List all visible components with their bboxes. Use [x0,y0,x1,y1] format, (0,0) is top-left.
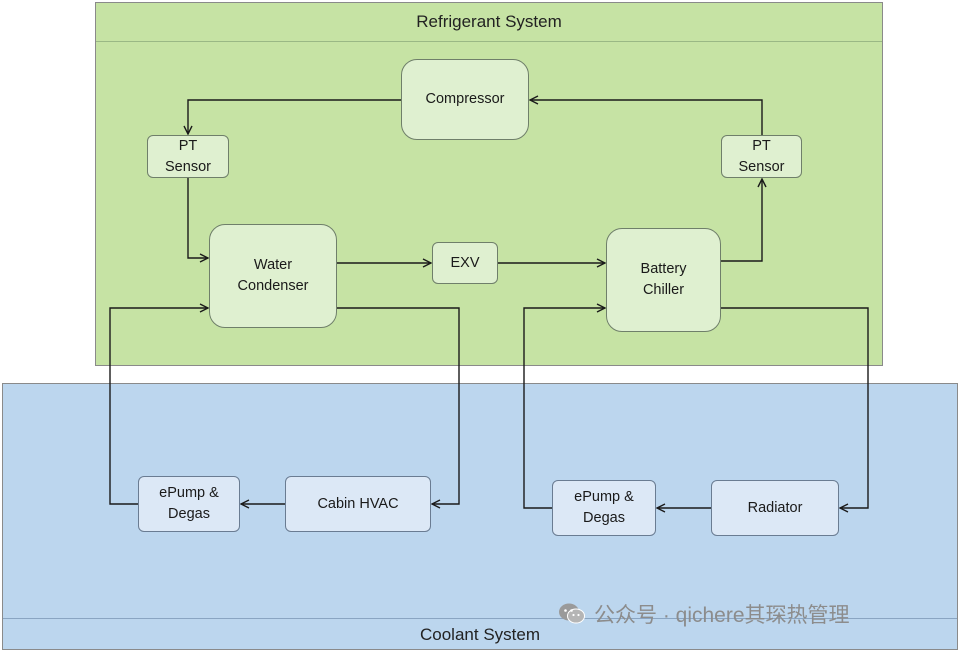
line-right-sensor-to-compressor [530,100,763,135]
line-chiller-to-radiator [721,307,869,508]
watermark: 公众号 · qichere其琛热管理 [558,599,850,629]
line-condenser-to-cabin [337,307,460,504]
wechat-icon [559,603,585,624]
line-epump-right-to-chiller [523,308,605,509]
radiator-node: Radiator [711,480,839,536]
exv-node: EXV [432,242,498,284]
epump-degas-right-node: ePump & Degas [552,480,656,536]
line-chiller-to-right-sensor [721,179,762,262]
pt-sensor-right-node: PT Sensor [721,135,802,178]
refrigerant-system-title: Refrigerant System [416,12,562,31]
battery-chiller-node: Battery Chiller [606,228,721,332]
cabin-hvac-node: Cabin HVAC [285,476,431,532]
pt-sensor-left-node: PT Sensor [147,135,229,178]
coolant-system-title: Coolant System [420,625,540,644]
compressor-node: Compressor [401,59,529,140]
coolant-title-divider [3,618,957,619]
line-epump-left-to-condenser [109,308,208,505]
epump-degas-left-node: ePump & Degas [138,476,240,532]
line-compressor-to-left-sensor [188,99,401,134]
watermark-text: 公众号 · qichere其琛热管理 [594,604,850,627]
water-condenser-node: Water Condenser [209,224,337,328]
refrigerant-title-divider [96,41,882,42]
line-left-sensor-to-condenser [187,178,208,258]
